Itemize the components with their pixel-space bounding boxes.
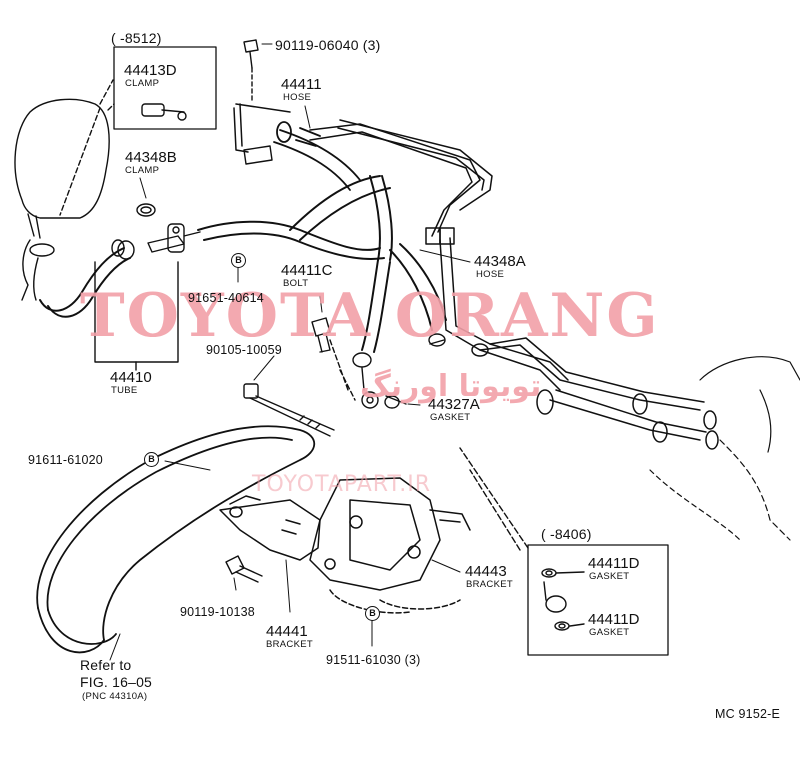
refer-line-3: (PNC 44310A) [82,691,148,702]
bracket-44441-name: BRACKET [266,639,313,650]
bolt-90105-code: 90105-10059 [206,343,282,357]
clamp-box-name: CLAMP [125,78,160,89]
hose-44411-drawing [273,121,361,191]
bolt-90119-10138-code: 90119-10138 [180,605,255,619]
tube-44410-part-no: 44410 [110,369,152,386]
diagram-reference-code: MC 9152-E [715,707,781,721]
marker-b-icon: B [144,452,159,467]
gasket-box-item-1-part-no: 44411D [588,555,640,572]
bolt-44411C-part-no: 44411C [281,262,333,279]
marker-b-icon: B [365,606,380,621]
refer-line-1: Refer to [80,657,132,673]
refer-line-2: FIG. 16–05 [80,674,153,690]
bolt-90105-drawing [243,383,335,437]
bracket-44443-part-no: 44443 [465,563,507,580]
clamp-44348B-drawing [136,203,156,217]
hose-44411-part-no: 44411 [281,76,322,93]
gasket-box-item-2-name: GASKET [589,627,630,638]
bolt-44411C-drawing [311,317,331,353]
clamp-box-date-range: ( -8512) [111,30,162,46]
metal-pipes [233,103,719,450]
marker-b-icon: B [231,253,246,268]
tube-44410-name: TUBE [111,385,138,396]
gasket-box-date-range: ( -8406) [541,526,592,542]
watermark-url: TOYOTAPART.IR [252,472,432,497]
gasket-box-item-2-part-no: 44411D [588,611,640,628]
gasket-44327A-part-no: 44327A [428,396,480,413]
watermark-persian: تویوتا اورنگ [360,369,542,404]
reservoir-tank [14,98,110,301]
hose-44411-name: HOSE [283,92,312,103]
bolt-44411C-name: BOLT [283,278,309,289]
bolt-90119-10138-drawing [225,555,263,583]
bracket-44441-part-no: 44441 [266,623,308,640]
clamp-44348B-name: CLAMP [125,165,160,176]
tube-bracket-lines [94,261,179,371]
lower-fittings [329,333,446,409]
clamp-box [99,46,217,130]
gasket-box-item-1-name: GASKET [589,571,630,582]
gasket-44327A-name: GASKET [430,412,471,423]
bracket-44443-name: BRACKET [466,579,513,590]
hose-44348A-name: HOSE [476,269,505,280]
code-91511: 91511-61030 (3) [326,653,421,667]
code-91651: 91651-40614 [188,291,264,305]
pressure-hoses [197,175,447,353]
return-hose [39,223,201,318]
clamp-box-part-no: 44413D [124,62,177,79]
code-91611: 91611-61020 [28,453,103,467]
drive-belt [36,425,316,654]
watermark-main: TOYOTA ORANG [80,281,660,351]
clamp-44348B-part-no: 44348B [125,149,177,166]
gasket-box [459,447,669,656]
bolt-top-code: 90119-06040 (3) [275,37,381,53]
hose-44348A-part-no: 44348A [474,253,526,270]
pump-body [649,356,800,541]
bolt-90119-06040-drawing [243,39,273,165]
bracket-44443-drawing [309,477,471,614]
bracket-44441-drawing [219,495,321,561]
leader-lines [109,43,471,661]
